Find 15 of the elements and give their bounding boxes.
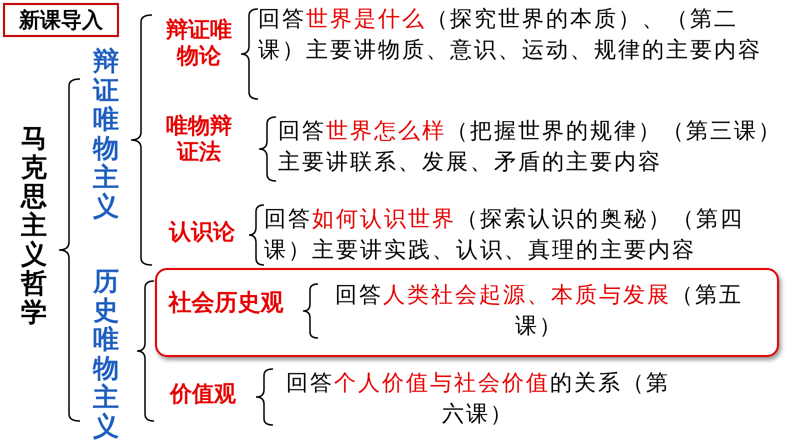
description-text: 回答如何认识世界（探索认识的奥秘）（第四课）主要讲实践、认识、真理的主要内容	[264, 206, 745, 265]
term-label: 辩证唯物论	[165, 18, 233, 71]
term-label: 唯物辩证法	[165, 114, 233, 167]
highlight-box	[155, 268, 779, 357]
vertical-heading: 马克思主义哲学	[20, 125, 48, 328]
term-label: 价值观	[168, 382, 237, 408]
term-label: 认识论	[168, 220, 236, 246]
vertical-heading: 历史唯物主义	[92, 268, 120, 442]
description-text: 回答世界怎么样（把握世界的规律）（第三课）主要讲联系、发展、矛盾的主要内容	[278, 118, 783, 177]
description-text: 回答世界是什么（探究世界的本质）、（第二课）主要讲物质、意识、运动、规律的主要内容	[258, 6, 763, 65]
term-label: 社会历史观	[167, 290, 284, 318]
description-text: 回答个人价值与社会价值的关系（第六课）	[285, 370, 671, 429]
vertical-heading: 辩证唯物主义	[92, 48, 120, 222]
description-text: 回答人类社会起源、本质与发展（第五课）	[334, 282, 744, 341]
header-box: 新课导入	[3, 3, 119, 37]
